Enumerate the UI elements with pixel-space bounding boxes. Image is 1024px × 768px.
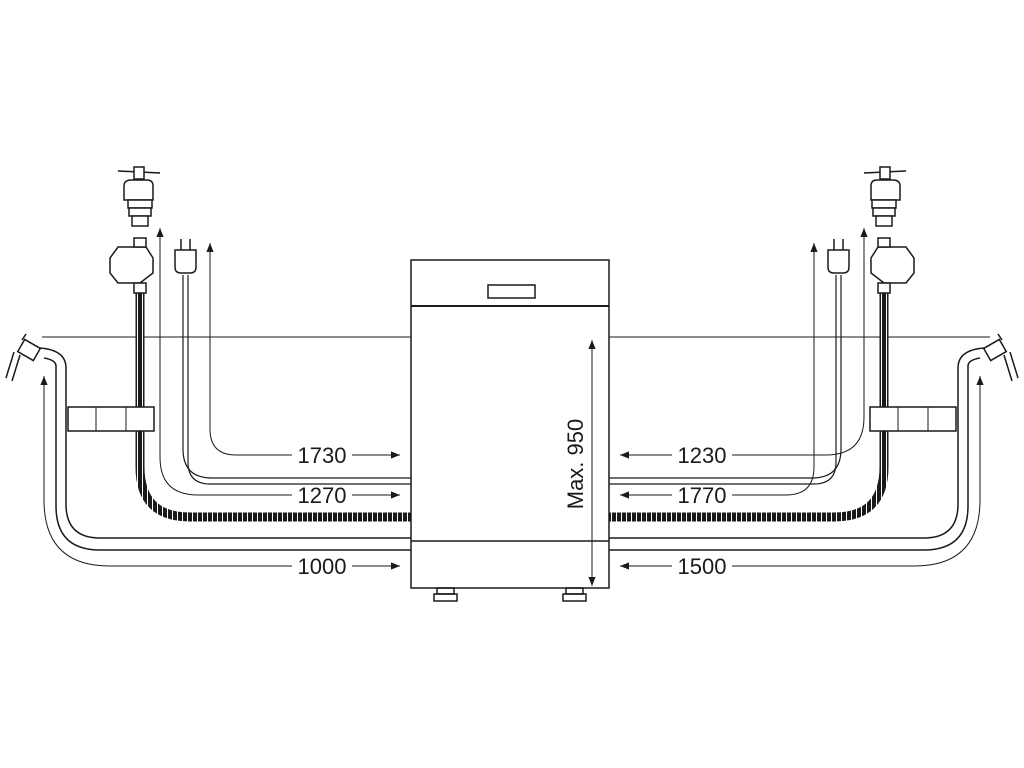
foot-left (436, 587, 455, 595)
left-supply-dimension: 1730 (298, 443, 347, 468)
left-drain-hose (39, 347, 411, 551)
right-power-cable (609, 275, 842, 485)
right-drain-path (620, 376, 984, 570)
right-inlet-path (620, 243, 818, 499)
control-panel-display (487, 284, 536, 299)
height-dimension: Max. 950 (563, 340, 596, 586)
water-tap-icon (117, 166, 161, 227)
right-supply-dimension: 1230 (678, 443, 727, 468)
right-inlet-dimension: 1770 (678, 483, 727, 508)
left-drain-dimension: 1000 (298, 554, 347, 579)
right-supply-path (620, 228, 868, 459)
right-hose-clamp (869, 406, 957, 432)
drain-hook-icon (5, 333, 42, 382)
safety-valve-icon (870, 237, 915, 294)
height-label: Max. 950 (563, 419, 588, 510)
left-hose-clamp (67, 406, 155, 432)
power-plug-icon (174, 239, 197, 274)
right-inlet-hose (609, 290, 889, 522)
left-power-cable (182, 275, 411, 485)
left-inlet-path (156, 228, 400, 499)
water-tap-icon (863, 166, 907, 227)
right-drain-hose (609, 347, 985, 551)
right-drain-dimension: 1500 (678, 554, 727, 579)
power-plug-icon (827, 239, 850, 274)
left-inlet-dimension: 1270 (298, 483, 347, 508)
foot-right (565, 587, 584, 595)
drain-hook-icon (982, 333, 1019, 382)
left-drain-path (40, 376, 400, 570)
left-supply-path (206, 243, 400, 459)
safety-valve-icon (109, 237, 154, 294)
left-inlet-hose (135, 290, 411, 522)
